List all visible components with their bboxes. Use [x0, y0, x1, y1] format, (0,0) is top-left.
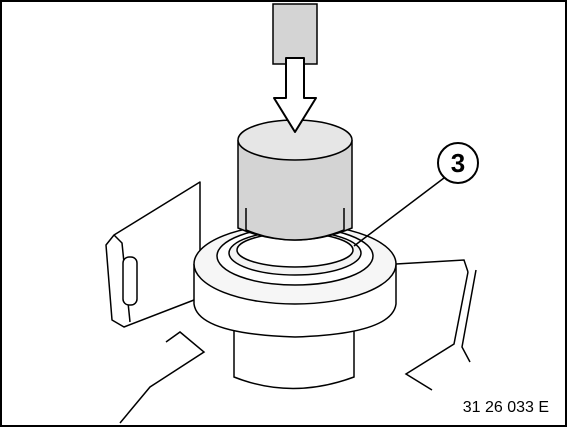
callout-number: 3 [450, 147, 466, 178]
bearing-housing [193, 223, 397, 390]
press-rod [272, 3, 318, 65]
figure-code: 31 26 033 E [462, 399, 549, 416]
mounting-arm [105, 181, 201, 328]
housing-outline [119, 259, 477, 424]
press-direction-arrow [273, 57, 317, 133]
arm-slot [122, 256, 138, 306]
callout-leader-line [353, 177, 445, 247]
press-tool [237, 119, 353, 241]
callout-circle [437, 142, 479, 184]
